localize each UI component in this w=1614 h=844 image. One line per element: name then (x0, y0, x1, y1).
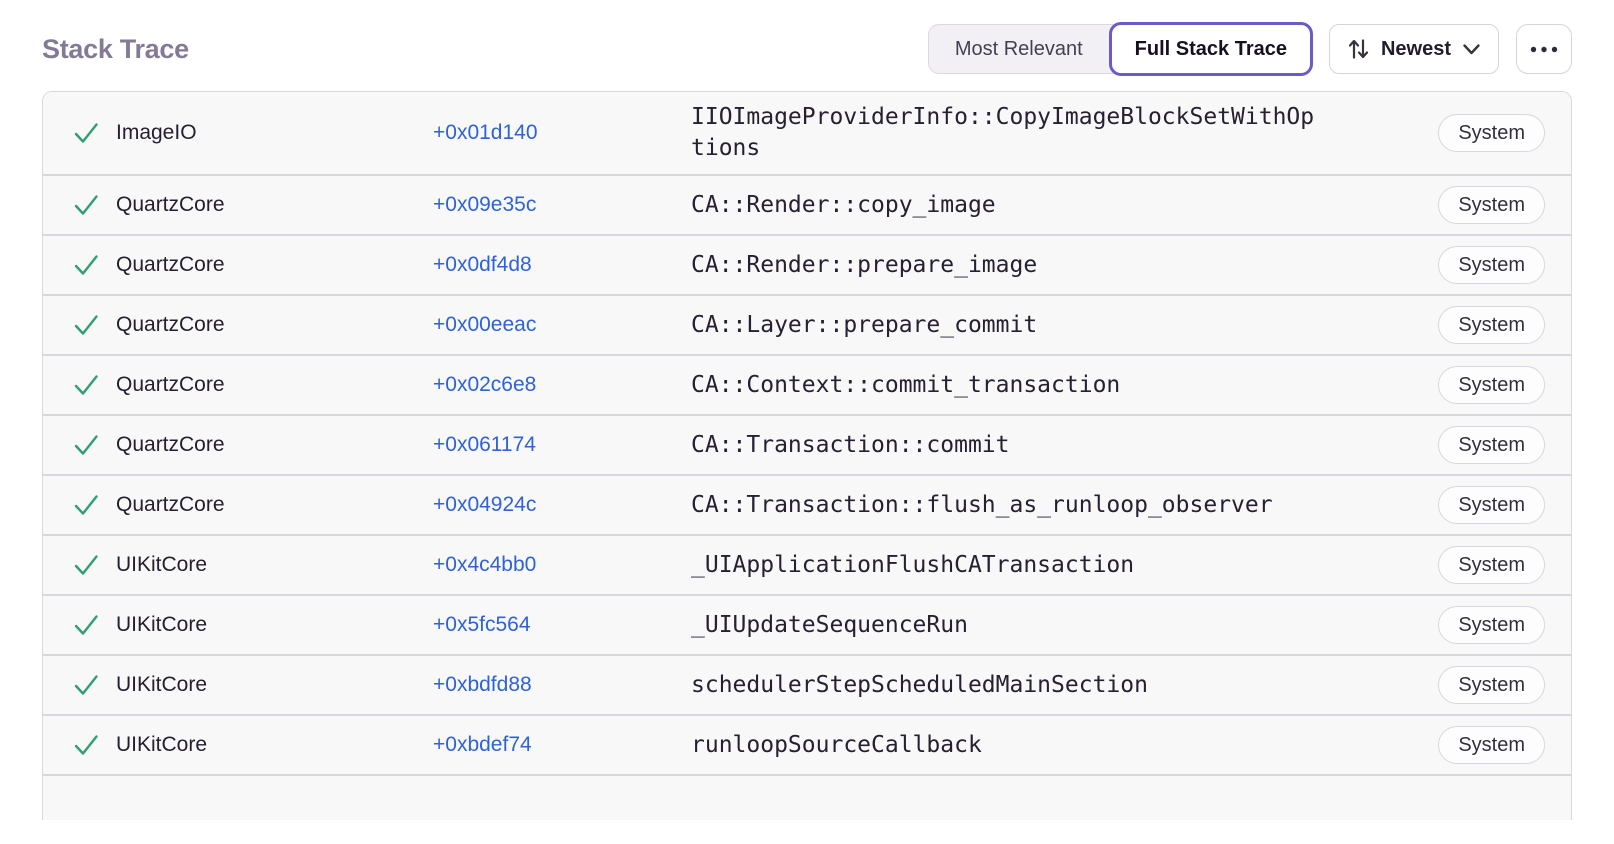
checkmark-icon (71, 670, 101, 700)
table-row[interactable]: UIKitCore +0xbdef74 runloopSourceCallbac… (43, 714, 1571, 774)
table-row[interactable]: QuartzCore +0x061174 CA::Transaction::co… (43, 414, 1571, 474)
header: Stack Trace Most Relevant Full Stack Tra… (42, 22, 1572, 76)
checkmark-icon (71, 490, 101, 520)
frame-address-link[interactable]: +0x061174 (433, 433, 536, 456)
most-relevant-button[interactable]: Most Relevant (929, 25, 1109, 73)
system-badge: System (1438, 114, 1545, 152)
module-name: UIKitCore (116, 613, 208, 636)
function-name: CA::Transaction::flush_as_runloop_observ… (691, 491, 1273, 518)
function-name: _UIApplicationFlushCATransaction (691, 551, 1135, 578)
system-badge: System (1438, 426, 1545, 464)
checkmark-icon (71, 550, 101, 580)
sort-arrows-icon (1347, 37, 1370, 61)
checkmark-icon (71, 370, 101, 400)
system-badge: System (1438, 366, 1545, 404)
frame-address-link[interactable]: +0x00eeac (433, 313, 537, 336)
sort-button[interactable]: Newest (1328, 24, 1499, 74)
table-row[interactable]: QuartzCore +0x00eeac CA::Layer::prepare_… (43, 294, 1571, 354)
system-badge: System (1438, 666, 1545, 704)
system-badge: System (1438, 246, 1545, 284)
frame-address-link[interactable]: +0x09e35c (433, 193, 537, 216)
frame-address-link[interactable]: +0xbdef74 (433, 733, 532, 756)
table-row[interactable]: UIKitCore +0x4c4bb0 _UIApplicationFlushC… (43, 534, 1571, 594)
function-name: schedulerStepScheduledMainSection (691, 671, 1148, 698)
function-name: runloopSourceCallback (691, 731, 982, 758)
table-row[interactable]: QuartzCore +0x0df4d8 CA::Render::prepare… (43, 234, 1571, 294)
chevron-down-icon (1462, 43, 1481, 56)
checkmark-icon (71, 190, 101, 220)
table-row-partial (43, 774, 1571, 798)
module-name: QuartzCore (116, 433, 225, 456)
function-name: CA::Transaction::commit (691, 431, 1010, 458)
frame-address-link[interactable]: +0x0df4d8 (433, 253, 532, 276)
table-row[interactable]: UIKitCore +0x5fc564 _UIUpdateSequenceRun… (43, 594, 1571, 654)
checkmark-icon (71, 118, 101, 148)
module-name: UIKitCore (116, 673, 208, 696)
frame-address-link[interactable]: +0x01d140 (433, 121, 538, 144)
page-title: Stack Trace (42, 33, 189, 64)
system-badge: System (1438, 486, 1545, 524)
system-badge: System (1438, 546, 1545, 584)
checkmark-icon (71, 430, 101, 460)
system-badge: System (1438, 606, 1545, 644)
header-controls: Most Relevant Full Stack Trace Newest (927, 22, 1572, 76)
more-options-button[interactable] (1516, 24, 1572, 74)
stack-frames-list: ImageIO +0x01d140 IIOImageProviderInfo::… (43, 92, 1571, 774)
module-name: ImageIO (116, 121, 197, 144)
table-row[interactable]: ImageIO +0x01d140 IIOImageProviderInfo::… (43, 92, 1571, 174)
function-name: _UIUpdateSequenceRun (691, 611, 968, 638)
frame-address-link[interactable]: +0x4c4bb0 (433, 553, 537, 576)
checkmark-icon (71, 250, 101, 280)
system-badge: System (1438, 726, 1545, 764)
function-name: IIOImageProviderInfo::CopyImageBlockSetW… (691, 104, 1315, 161)
ellipsis-icon (1530, 46, 1558, 53)
system-badge: System (1438, 186, 1545, 224)
system-badge: System (1438, 306, 1545, 344)
function-name: CA::Context::commit_transaction (691, 371, 1121, 398)
checkmark-icon (71, 610, 101, 640)
function-name: CA::Layer::prepare_commit (691, 311, 1038, 338)
module-name: QuartzCore (116, 313, 225, 336)
table-row[interactable]: QuartzCore +0x04924c CA::Transaction::fl… (43, 474, 1571, 534)
function-name: CA::Render::prepare_image (691, 251, 1038, 278)
module-name: UIKitCore (116, 733, 208, 756)
full-stack-trace-button[interactable]: Full Stack Trace (1108, 22, 1313, 76)
module-name: QuartzCore (116, 193, 225, 216)
frame-address-link[interactable]: +0xbdfd88 (433, 673, 532, 696)
sort-label: Newest (1380, 37, 1451, 60)
function-name: CA::Render::copy_image (691, 191, 996, 218)
module-name: QuartzCore (116, 493, 225, 516)
module-name: QuartzCore (116, 373, 225, 396)
table-row[interactable]: QuartzCore +0x02c6e8 CA::Context::commit… (43, 354, 1571, 414)
frame-address-link[interactable]: +0x5fc564 (433, 613, 531, 636)
module-name: QuartzCore (116, 253, 225, 276)
frame-address-link[interactable]: +0x04924c (433, 493, 537, 516)
checkmark-icon (71, 730, 101, 760)
frame-address-link[interactable]: +0x02c6e8 (433, 373, 537, 396)
table-row[interactable]: UIKitCore +0xbdfd88 schedulerStepSchedul… (43, 654, 1571, 714)
checkmark-icon (71, 310, 101, 340)
table-row[interactable]: QuartzCore +0x09e35c CA::Render::copy_im… (43, 174, 1571, 234)
stack-trace-table: ImageIO +0x01d140 IIOImageProviderInfo::… (42, 91, 1572, 820)
module-name: UIKitCore (116, 553, 208, 576)
stack-view-toggle: Most Relevant Full Stack Trace (927, 22, 1313, 76)
